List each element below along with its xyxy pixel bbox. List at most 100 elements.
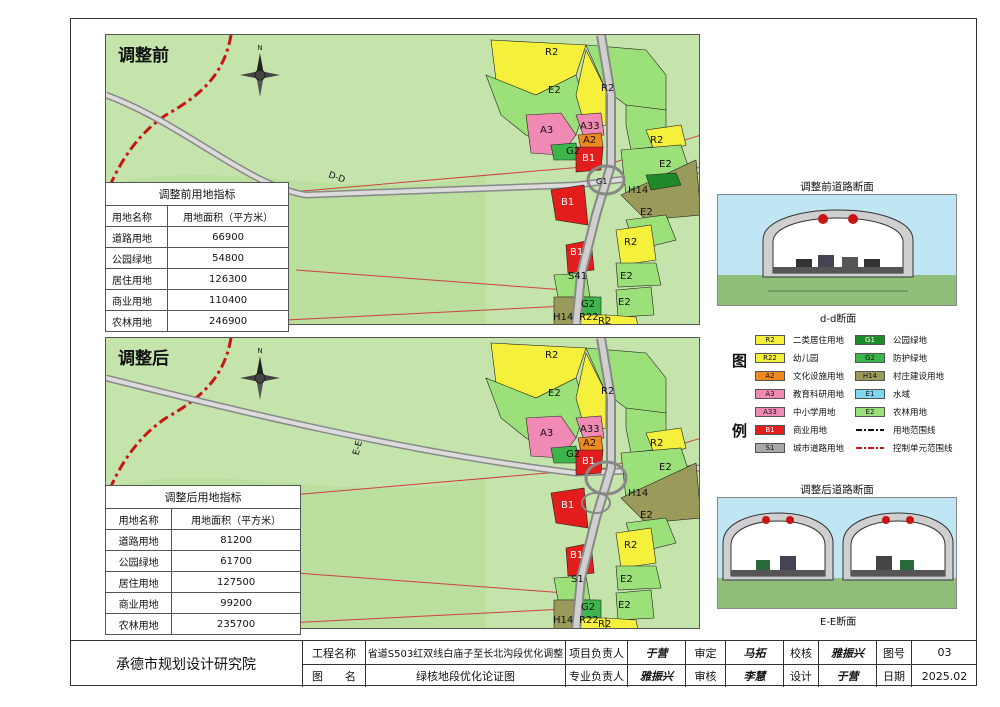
check-label: 校核 (783, 641, 818, 664)
zone-label: E2 (548, 388, 561, 399)
zone-label: A2 (583, 135, 597, 146)
zone-label: G2 (566, 449, 581, 460)
zone-label: R2 (598, 316, 612, 325)
table-cell: 61700 (171, 550, 301, 572)
legend-char-li: 例 (732, 422, 748, 440)
legend-item: A3 教育科研用地 (755, 388, 844, 400)
zone-label: E2 (548, 85, 561, 96)
table-cell: 农林用地 (104, 310, 169, 332)
legend-char-tu: 图 (732, 352, 748, 370)
table-caption: 调整前用地指标 (105, 182, 289, 206)
zone-label: R2 (598, 619, 612, 629)
table-cell: 道路用地 (104, 529, 173, 551)
zone-label: E2 (659, 159, 672, 170)
section-caption-after: E-E断面 (820, 617, 857, 628)
zone-label: E2 (640, 207, 653, 218)
table-cell: 127500 (171, 571, 301, 593)
table-header: 用地面积（平方米） (167, 205, 289, 227)
legend-label: 用地范围线 (893, 426, 936, 436)
table-cell: 66900 (167, 226, 289, 248)
zone-label: S41 (568, 271, 588, 282)
approve-signature: 马拓 (725, 641, 783, 664)
table-cell: 道路用地 (104, 226, 169, 248)
zone-label: R2 (650, 438, 664, 449)
table-cell: 99200 (171, 592, 301, 614)
legend-label: 二类居住用地 (793, 336, 845, 346)
table-header: 用地名称 (104, 205, 169, 227)
table-cell: 商业用地 (104, 592, 173, 614)
drawing-frame (70, 18, 977, 686)
zone-label: R2 (624, 237, 638, 248)
sheet-number: 03 (911, 641, 977, 664)
legend-label: 教育科研用地 (793, 390, 845, 400)
zone-label: A3 (540, 125, 554, 136)
specialist-signature: 雅振兴 (627, 664, 685, 687)
zone-label: E2 (620, 271, 633, 282)
compass-letter: N (257, 347, 262, 355)
zone-label: A33 (580, 424, 600, 435)
drawing-name: 绿核地段优化论证图 (365, 664, 565, 687)
legend-label: 公园绿地 (893, 336, 928, 346)
road-section-after (717, 497, 957, 609)
legend-label: 文化设施用地 (793, 372, 845, 382)
legend-item: 控制单元范围线 (855, 442, 953, 454)
legend-label: 城市道路用地 (793, 444, 845, 454)
table-cell: 235700 (171, 613, 301, 635)
road-section-before (717, 194, 957, 306)
sheet-label: 图号 (876, 641, 911, 664)
zone-label: A2 (583, 438, 597, 449)
panel-title: 调整前 (118, 46, 169, 66)
table-caption: 调整后用地指标 (105, 485, 301, 509)
zone-label: H14 (553, 312, 574, 323)
legend-swatch: G1 (855, 335, 885, 345)
map-after-graphic (106, 338, 699, 628)
zone-label: G2 (581, 602, 596, 613)
legend-label: 幼儿园 (793, 354, 819, 364)
zone-label: G2 (566, 146, 581, 157)
table-cell: 居住用地 (104, 571, 173, 593)
zone-label: R22 (579, 615, 599, 626)
table-cell: 居住用地 (104, 268, 169, 290)
legend-swatch: A33 (755, 407, 785, 417)
design-label: 设计 (783, 664, 818, 687)
legend-label: 商业用地 (793, 426, 828, 436)
zone-label: S1 (571, 574, 584, 585)
legend-item: R22 幼儿园 (755, 352, 819, 364)
legend-item: G2 防护绿地 (855, 352, 927, 364)
zone-label: G1 (596, 177, 608, 186)
zone-label: H14 (628, 185, 649, 196)
legend-swatch: H14 (855, 371, 885, 381)
check-signature: 雅振兴 (818, 641, 876, 664)
review-label: 审核 (685, 664, 725, 687)
zone-label: E2 (659, 462, 672, 473)
legend-swatch (855, 443, 885, 453)
legend-swatch: A3 (755, 389, 785, 399)
table-header: 用地名称 (104, 508, 173, 530)
legend-label: 中小学用地 (793, 408, 836, 418)
compass-icon: N (240, 44, 280, 97)
zone-label: R2 (624, 540, 638, 551)
legend-label: 村庄建设用地 (893, 372, 945, 382)
table-cell: 农林用地 (104, 613, 173, 635)
design-signature: 于营 (818, 664, 876, 687)
lead-label: 项目负责人 (565, 641, 627, 664)
zone-label: R22 (579, 312, 599, 323)
legend-swatch: S1 (755, 443, 785, 453)
zone-label: B1 (561, 197, 575, 208)
panel-title: 调整后 (118, 349, 169, 369)
legend-label: 防护绿地 (893, 354, 928, 364)
legend-swatch: G2 (855, 353, 885, 363)
legend-swatch: R22 (755, 353, 785, 363)
legend-item: G1 公园绿地 (855, 334, 927, 346)
zone-label: E2 (620, 574, 633, 585)
zone-label: B1 (570, 550, 584, 561)
